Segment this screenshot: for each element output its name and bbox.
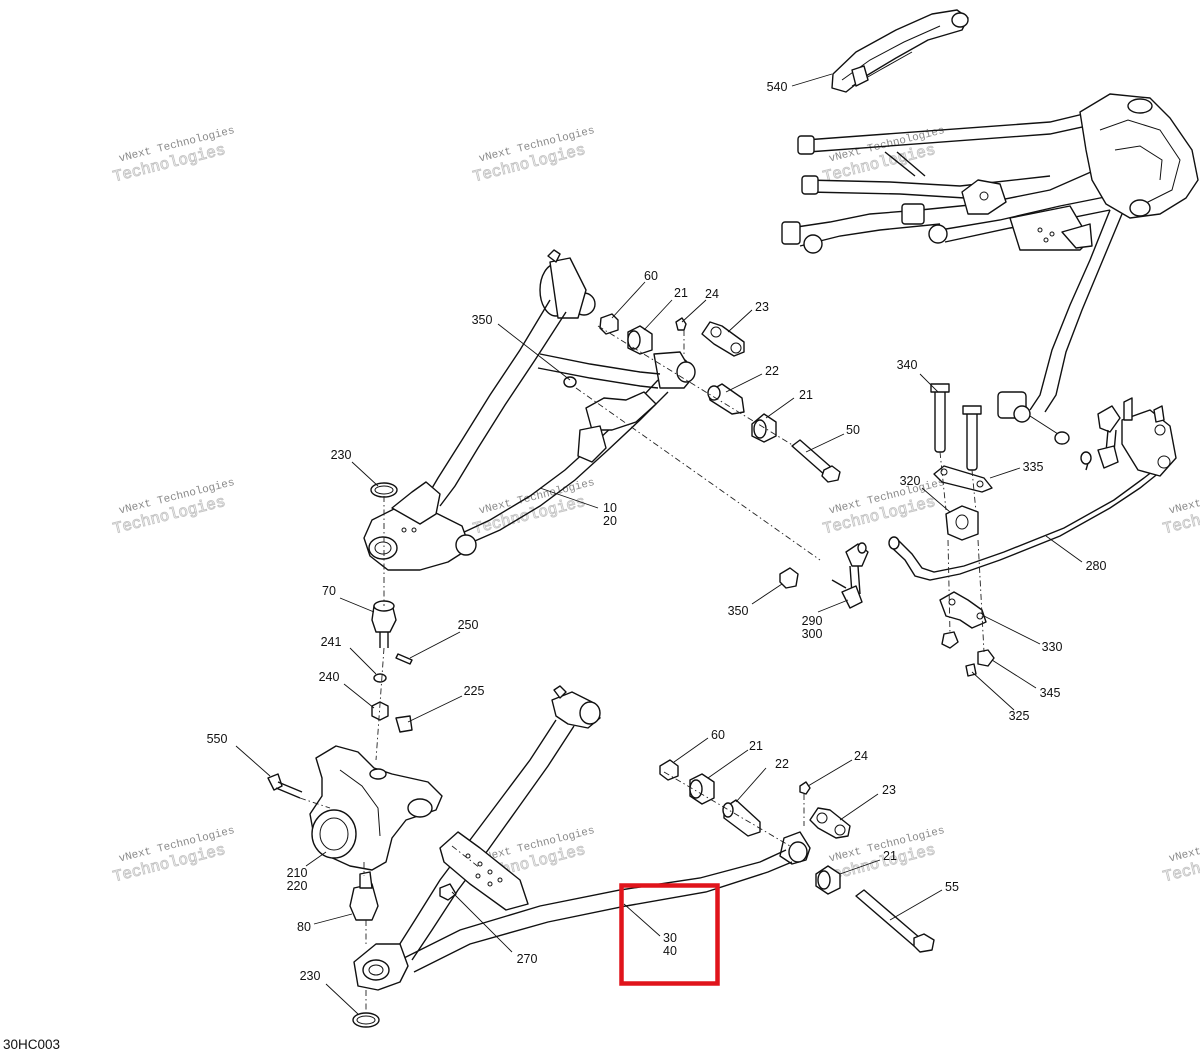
callout-c320: 320 (900, 474, 921, 488)
callout-c80: 80 (297, 920, 311, 934)
callout-c70: 70 (322, 584, 336, 598)
callout-c23b: 23 (882, 783, 896, 797)
part-70-ball-joint (371, 600, 413, 733)
part-upper-arm-hardware (599, 313, 841, 483)
callout-c23a: 23 (755, 300, 769, 314)
callout-c21b: 21 (799, 388, 813, 402)
callout-c350b: 350 (728, 604, 749, 618)
callout-c241: 241 (321, 635, 342, 649)
callout-c21a: 21 (674, 286, 688, 300)
assembly-center-lines (299, 325, 985, 1012)
callout-c550: 550 (207, 732, 228, 746)
callout-c24a: 24 (705, 287, 719, 301)
callout-leaders (235, 73, 1083, 1015)
callout-c21c: 21 (749, 739, 763, 753)
callout-c225: 225 (464, 684, 485, 698)
callout-c22a: 22 (765, 364, 779, 378)
callout-c340: 340 (897, 358, 918, 372)
callout-c335: 335 (1023, 460, 1044, 474)
highlight-box (619, 883, 720, 986)
drawing-code: 30HC003 (3, 1037, 60, 1052)
callout-c240: 240 (319, 670, 340, 684)
callout-c250: 250 (458, 618, 479, 632)
callout-c280: 280 (1086, 559, 1107, 573)
callout-c50: 50 (846, 423, 860, 437)
callout-c330: 330 (1042, 640, 1063, 654)
callout-c350a: 350 (472, 313, 493, 327)
part-280-stabilizer-bar (888, 383, 1177, 677)
part-rear-frame-arms (781, 93, 1199, 445)
part-540-bracket (831, 9, 969, 93)
callout-c270: 270 (517, 952, 538, 966)
callout-c55: 55 (945, 880, 959, 894)
callout-c345: 345 (1040, 686, 1061, 700)
callout-c230a: 230 (331, 448, 352, 462)
part-290-300-stabilizer-link (779, 542, 869, 609)
callout-c21d: 21 (883, 849, 897, 863)
part-10-20-upper-a-arm (363, 249, 696, 571)
callout-c540: 540 (767, 80, 788, 94)
callout-c24b: 24 (854, 749, 868, 763)
callout-c22b: 22 (775, 757, 789, 771)
part-210-220-knuckle (267, 745, 443, 921)
callout-c230b: 230 (300, 969, 321, 983)
part-30-40-lower-a-arm (353, 685, 811, 991)
callout-c60b: 60 (711, 728, 725, 742)
callout-c60a: 60 (644, 269, 658, 283)
callout-c325: 325 (1009, 709, 1030, 723)
part-230-retaining-rings (352, 482, 398, 1028)
